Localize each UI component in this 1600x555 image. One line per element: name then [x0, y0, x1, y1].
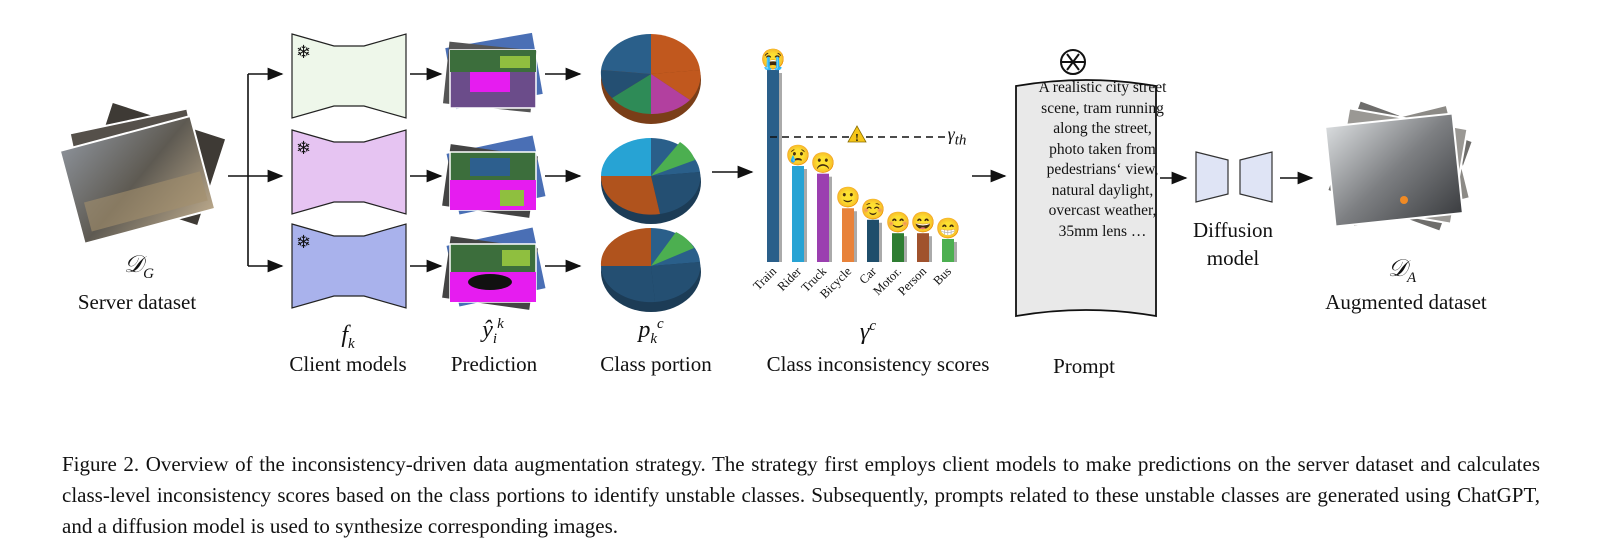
openai-logo-icon — [1060, 49, 1086, 75]
inconsistency-bar-chart: 😭Train😢Rider☹️Truck🙂Bicycle☺️Car😊Motor.😄… — [750, 48, 960, 301]
bar-shade — [929, 236, 932, 262]
svg-text:❄: ❄ — [296, 232, 311, 252]
prediction-label: Prediction — [450, 352, 538, 376]
server-dataset-label: Server dataset — [77, 290, 197, 314]
emoji-face-icon: ☹️ — [811, 152, 836, 175]
server-dataset-symbol: 𝒟G — [124, 252, 154, 282]
scores-symbol: γc — [859, 318, 877, 345]
tick-label: Person — [895, 264, 929, 298]
split-arrows — [228, 67, 284, 273]
scores-label: Class inconsistency scores — [766, 352, 990, 376]
bar-truck — [817, 173, 829, 262]
client-model-3 — [291, 223, 407, 309]
prediction-maps — [442, 32, 546, 310]
prediction-symbol: ŷik — [482, 316, 504, 347]
emoji-face-icon: 😢 — [786, 144, 811, 167]
bar-train — [767, 70, 779, 262]
model-to-prediction-arrows — [410, 67, 443, 273]
bar-shade — [954, 241, 957, 262]
bar-bicycle — [842, 208, 854, 262]
diffusion-model-label: Diffusion model — [1192, 218, 1274, 270]
augmented-dataset-symbol: 𝒟A — [1387, 256, 1417, 286]
figure-area: ❄ ❄ ❄ — [58, 32, 1487, 378]
bar-motor — [892, 233, 904, 262]
emoji-face-icon: ☺️ — [861, 198, 886, 221]
svg-text:❄: ❄ — [296, 42, 311, 62]
svg-text:❄: ❄ — [296, 138, 311, 158]
pie-1 — [600, 33, 701, 124]
prediction-to-portion-arrows — [545, 67, 582, 273]
class-portion-symbol: pkc — [638, 316, 664, 347]
pipeline-diagram: ❄ ❄ ❄ — [58, 32, 1475, 318]
bar-rider — [792, 166, 804, 262]
bar-bus — [942, 238, 954, 262]
prompt-scroll — [1015, 79, 1157, 318]
tick-label: Bus — [930, 264, 954, 288]
bar-shade — [779, 73, 782, 262]
augmented-dataset-label: Augmented dataset — [1325, 290, 1487, 314]
bar-shade — [904, 236, 907, 262]
augmented-dataset-images — [1324, 99, 1475, 233]
warning-icon: ! — [847, 125, 867, 144]
emoji-face-icon: 😁 — [936, 217, 961, 240]
bar-shade — [804, 169, 807, 262]
diffusion-model-shape — [1195, 151, 1273, 203]
figure-caption: Figure 2. Overview of the inconsistency-… — [62, 452, 1540, 538]
tick-label: Rider — [775, 264, 805, 294]
client-models-label: Client models — [289, 352, 407, 376]
pie-2 — [600, 138, 701, 224]
server-dataset-images — [58, 100, 228, 245]
class-portion-label: Class portion — [600, 352, 712, 376]
tick-label: Train — [750, 264, 779, 293]
bar-shade — [879, 222, 882, 262]
bar-shade — [829, 176, 832, 262]
client-model-2 — [291, 129, 407, 215]
client-models-symbol: fk — [341, 322, 355, 352]
emoji-face-icon: 😭 — [761, 48, 786, 71]
threshold-symbol: γth — [947, 124, 967, 149]
emoji-face-icon: 🙂 — [836, 186, 861, 209]
emoji-face-icon: 😄 — [911, 211, 936, 234]
bar-person — [917, 233, 929, 262]
snowflake-icon: ❄ ❄ ❄ — [296, 42, 311, 252]
client-models — [291, 33, 407, 309]
pie-3 — [600, 227, 701, 312]
class-portion-pies — [600, 33, 701, 312]
bar-car — [867, 219, 879, 262]
bar-shade — [854, 211, 857, 262]
svg-text:!: ! — [855, 132, 859, 144]
prompt-label: Prompt — [1053, 354, 1115, 378]
emoji-face-icon: 😊 — [886, 211, 911, 234]
prompt-text: A realistic city street scene, tram runn… — [1038, 79, 1167, 240]
client-model-1 — [291, 33, 407, 119]
